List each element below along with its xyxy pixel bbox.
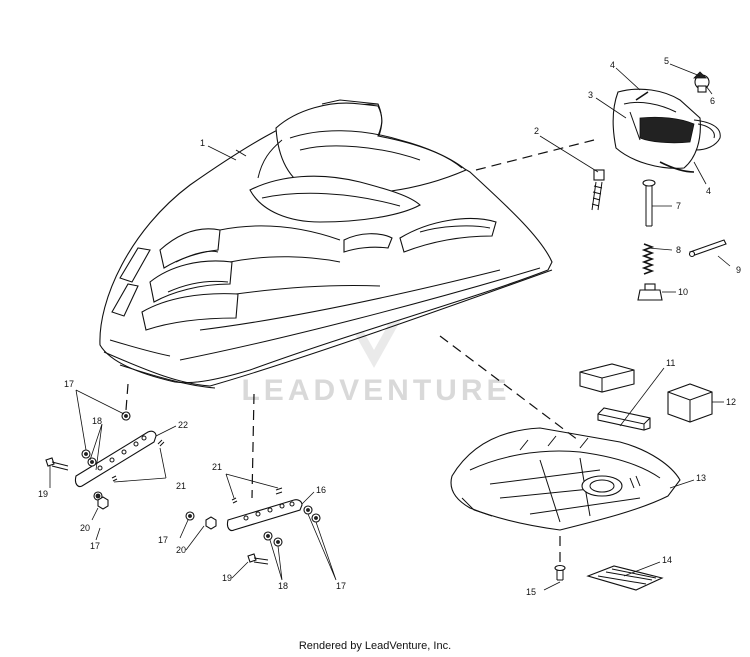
callout-17-right-bottom: 17 [336,581,346,591]
callout-12: 12 [726,397,736,407]
callout-15: 15 [526,587,536,597]
callout-19-left: 19 [38,489,48,499]
callout-17-left-top: 17 [64,379,74,389]
callout-1: 1 [200,138,205,148]
headlight-assembly [612,71,721,173]
screw-15 [554,564,566,581]
callout-4-top: 4 [610,60,615,70]
callout-18-right: 18 [278,581,288,591]
strap-9 [688,239,727,258]
callout-6: 6 [710,96,715,106]
callout-20-left: 20 [80,523,90,533]
callout-5: 5 [664,56,669,66]
callouts: 1 2 3 4 4 5 6 7 8 9 10 11 12 13 14 15 16… [38,56,741,597]
callout-11: 11 [666,358,675,368]
callout-9: 9 [736,265,741,275]
callout-4-bottom: 4 [706,186,711,196]
callout-8: 8 [676,245,681,255]
callout-21-left: 21 [176,481,186,491]
nut-10 [637,283,663,301]
bolt-7 [642,179,656,227]
spring-8 [641,243,655,275]
belly-pan-13 [450,427,681,531]
assembly-lines [125,139,595,564]
foam-block-11 [579,363,651,431]
callout-2: 2 [534,126,539,136]
spring-bolt-2 [591,169,605,211]
foam-block-12 [667,383,713,423]
callout-20-right: 20 [176,545,186,555]
leader-lines [49,63,731,591]
callout-14: 14 [662,555,672,565]
callout-7: 7 [676,201,681,211]
callout-10: 10 [678,287,688,297]
callout-22: 22 [178,420,188,430]
bracket-22 [74,430,157,488]
callout-3: 3 [588,90,593,100]
callout-21-right: 21 [212,462,222,472]
watermark-text: LEADVENTURE [241,374,510,407]
hood-assembly [99,99,553,389]
grille-14 [586,565,664,591]
bracket-16 [226,499,303,532]
headlight-bulb [693,71,710,93]
callout-19-right: 19 [222,573,232,583]
right-hardware [185,487,321,565]
callout-18-left: 18 [92,416,102,426]
callout-17-right-left: 17 [158,535,168,545]
callout-13: 13 [696,473,706,483]
callout-16: 16 [316,485,326,495]
footer-credit: Rendered by LeadVenture, Inc. [298,640,452,652]
callout-17-left-bottom: 17 [90,541,100,551]
